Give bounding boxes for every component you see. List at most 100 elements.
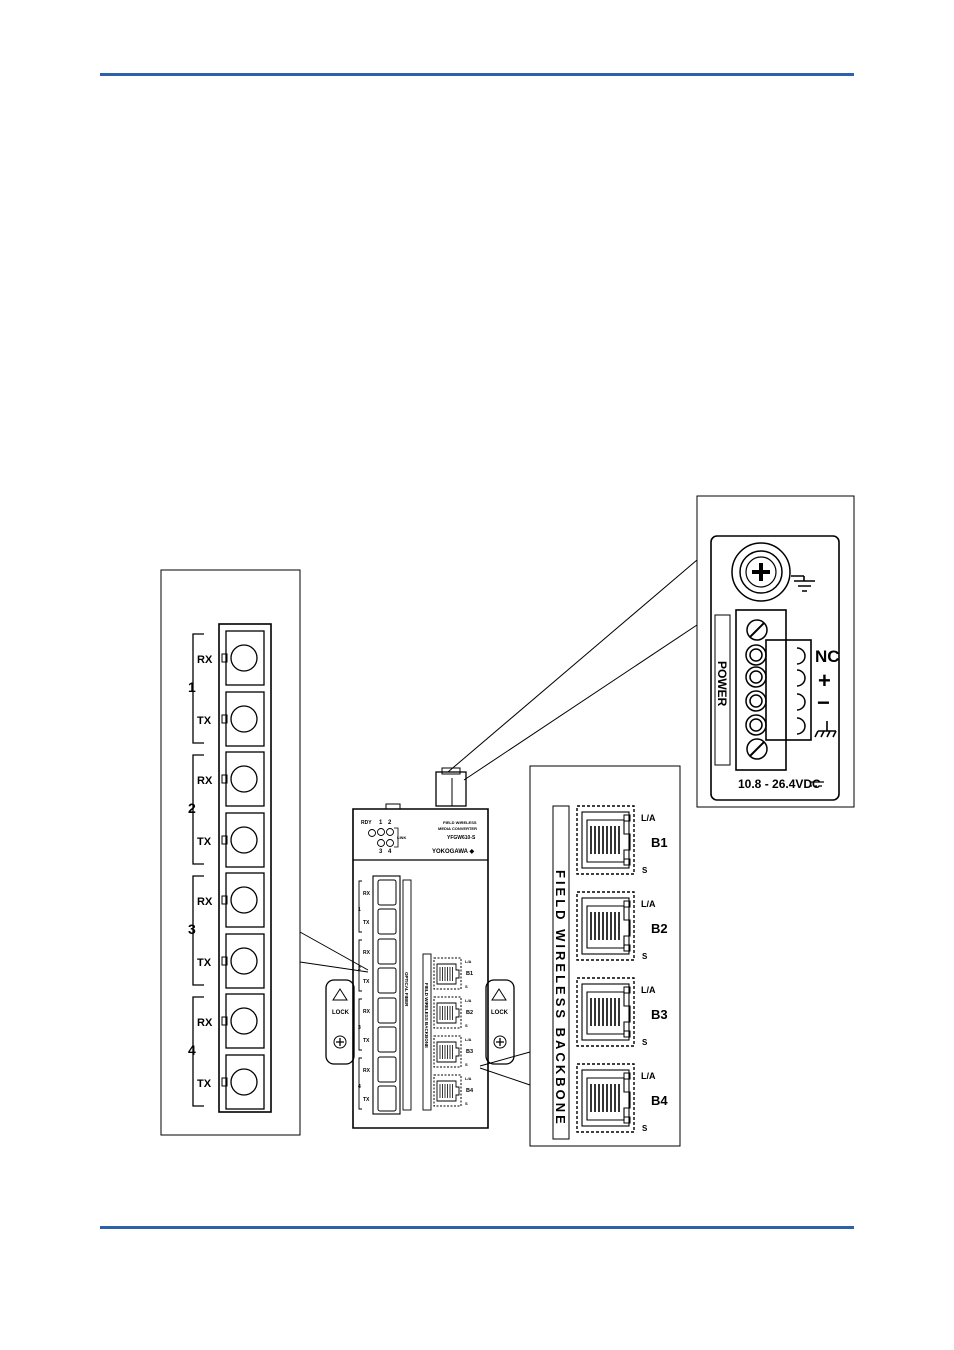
rx-label: RX <box>197 896 213 908</box>
led-1-label: 1 <box>379 820 383 826</box>
backbone-port-name: B1 <box>651 835 668 850</box>
device-b-label: B4 <box>466 1088 474 1094</box>
port-group-bracket <box>192 633 204 744</box>
fiber-socket-key <box>221 835 228 845</box>
fiber-socket-key <box>221 653 228 663</box>
fiber-leader-lines <box>299 931 369 973</box>
fiber-socket <box>225 751 265 807</box>
la-label: L/A <box>641 813 656 823</box>
backbone-panel: FIELD WIRELESS BACKBONE L/AB1SL/AB2SL/AB… <box>529 765 681 1147</box>
device-port-bracket <box>358 998 362 1051</box>
device-rj45-jack <box>433 996 462 1029</box>
device-tx-label: TX <box>363 1038 370 1044</box>
device-tx-label: TX <box>363 979 370 985</box>
rdy-label: RDY <box>361 820 372 826</box>
fiber-socket-key <box>221 774 228 784</box>
device-b-label: B1 <box>466 971 473 977</box>
la-led-icon <box>623 1072 631 1080</box>
fiber-port-number: 2 <box>188 800 196 816</box>
tx-label: TX <box>197 715 212 727</box>
power-label: POWER <box>715 661 729 707</box>
device-s-label: S <box>465 1062 468 1067</box>
fiber-socket-key <box>221 1077 228 1087</box>
device-fiber-socket <box>377 1056 397 1083</box>
rj45-jack <box>576 977 635 1047</box>
status-leds <box>368 827 399 848</box>
terminal-screws <box>745 619 806 760</box>
device-s-label: S <box>465 984 468 989</box>
s-label: S <box>642 1124 648 1133</box>
model-number: YFGW610-S <box>447 835 476 841</box>
fiber-socket-hole <box>230 1068 258 1096</box>
optical-fiber-label: OPTICAL FIBER <box>404 972 409 1007</box>
device-backbone-label: FIELD WIRELESS BACKBONE <box>424 983 429 1048</box>
port-group-bracket <box>192 754 204 865</box>
media-converter-device: LOCK LOCK RDY 1 2 3 4 LINK FIELD WIRELES… <box>325 767 515 1129</box>
fiber-socket-key <box>221 895 228 905</box>
fiber-socket-hole <box>230 947 258 975</box>
fiber-socket <box>225 1054 265 1110</box>
fiber-socket-hole <box>230 644 258 672</box>
frame-ground-icon <box>814 721 837 738</box>
device-fiber-socket <box>377 1085 397 1112</box>
ground-symbol-icon <box>791 575 815 592</box>
fiber-socket-hole <box>230 1007 258 1035</box>
la-led-icon <box>623 900 631 908</box>
left-lock-bracket: LOCK <box>325 979 355 1065</box>
s-led-icon <box>623 1116 631 1124</box>
device-port-number: 3 <box>358 1025 361 1031</box>
tx-label: TX <box>197 1078 212 1090</box>
fiber-socket-hole <box>230 765 258 793</box>
s-label: S <box>642 1038 648 1047</box>
model-line-2: MEDIA CONVERTER <box>438 826 477 831</box>
fiber-socket <box>225 812 265 868</box>
device-fiber-socket <box>377 908 397 935</box>
model-line-1: FIELD WIRELESS <box>443 820 477 825</box>
device-fiber-socket <box>377 967 397 994</box>
fiber-socket-key <box>221 1016 228 1026</box>
terminal-nc-label: NC <box>815 647 840 666</box>
device-rj45-jack <box>433 957 462 990</box>
backbone-port-name: B2 <box>651 921 668 936</box>
port-group-bracket <box>192 996 204 1107</box>
led-4-label: 4 <box>388 849 392 855</box>
backbone-port-name: B4 <box>651 1093 668 1108</box>
device-la-label: L/A <box>465 959 472 964</box>
fiber-socket <box>225 933 265 989</box>
tx-label: TX <box>197 957 212 969</box>
ground-screw-icon <box>731 542 791 602</box>
fiber-socket-hole <box>230 826 258 854</box>
s-label: S <box>642 952 648 961</box>
rj45-opening <box>586 1077 631 1121</box>
device-port-bracket <box>358 880 362 933</box>
rj45-jack <box>576 1063 635 1133</box>
device-rj45-jack <box>433 1074 462 1107</box>
device-s-label: S <box>465 1101 468 1106</box>
device-la-label: L/A <box>465 998 472 1003</box>
bottom-rule <box>100 1226 854 1229</box>
fiber-port-number: 4 <box>188 1042 196 1058</box>
fiber-socket <box>225 993 265 1049</box>
fiber-socket <box>225 691 265 747</box>
device-s-label: S <box>465 1023 468 1028</box>
tx-label: TX <box>197 836 212 848</box>
port-group-bracket <box>192 875 204 986</box>
device-rj45-jack <box>433 1035 462 1068</box>
device-rx-label: RX <box>363 1068 371 1074</box>
dc-symbol-icon <box>810 781 824 787</box>
rj45-opening <box>586 991 631 1035</box>
power-leader-lines <box>447 559 698 781</box>
la-label: L/A <box>641 1071 656 1081</box>
la-label: L/A <box>641 985 656 995</box>
led-2-label: 2 <box>388 820 392 826</box>
device-tx-label: TX <box>363 920 370 926</box>
top-rule <box>100 73 854 76</box>
la-led-icon <box>623 814 631 822</box>
terminal-plus-label: + <box>818 668 831 693</box>
